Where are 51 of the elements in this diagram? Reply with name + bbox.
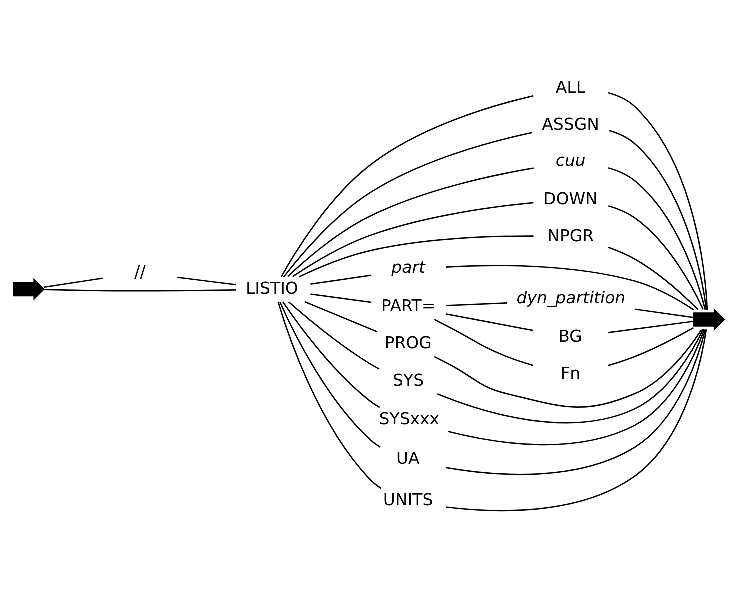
connector <box>608 246 699 310</box>
connector <box>434 319 534 366</box>
connector <box>44 289 236 292</box>
node-text: part <box>392 258 426 278</box>
node-text: DOWN <box>544 189 598 208</box>
connector <box>278 302 382 490</box>
connector <box>287 168 534 278</box>
connector <box>446 313 534 332</box>
connector <box>282 302 380 408</box>
node-text: SYSxxx <box>379 409 440 428</box>
connector <box>310 274 372 285</box>
connector <box>446 329 708 512</box>
connector <box>608 320 694 334</box>
connector <box>608 205 704 310</box>
connector <box>280 302 381 448</box>
node-text: // <box>134 262 146 282</box>
node-text: Fn <box>560 364 581 383</box>
connector <box>608 327 694 366</box>
connector <box>288 302 380 370</box>
connector <box>609 130 708 310</box>
node-text: PROG <box>384 334 432 353</box>
node-text: cuu <box>556 150 586 170</box>
connector <box>292 202 534 278</box>
connector <box>304 301 378 333</box>
connector <box>446 329 706 476</box>
node-text: ASSGN <box>542 115 600 134</box>
node-text: LISTIO <box>246 278 298 298</box>
connector <box>446 265 694 311</box>
node-text: NPGR <box>548 226 594 246</box>
node-text: dyn_partition <box>516 288 626 308</box>
connector <box>299 236 534 278</box>
connector <box>310 294 372 304</box>
node-text: BG <box>558 326 582 346</box>
node-text: UA <box>396 449 420 468</box>
connector <box>446 302 508 307</box>
connector <box>178 276 236 286</box>
connector <box>608 92 708 310</box>
connector <box>280 95 534 278</box>
connector <box>434 330 702 408</box>
connector <box>283 132 532 278</box>
node-arrow <box>13 278 45 301</box>
connector <box>44 278 103 288</box>
node-text: ALL <box>556 78 586 98</box>
connector <box>437 329 704 424</box>
node-text: UNITS <box>383 490 434 510</box>
connector <box>448 329 706 446</box>
connector <box>634 308 694 318</box>
node-text: PART= <box>381 296 436 316</box>
node-text: SYS <box>393 370 424 390</box>
connector <box>608 167 706 310</box>
node-arrow <box>693 308 726 332</box>
